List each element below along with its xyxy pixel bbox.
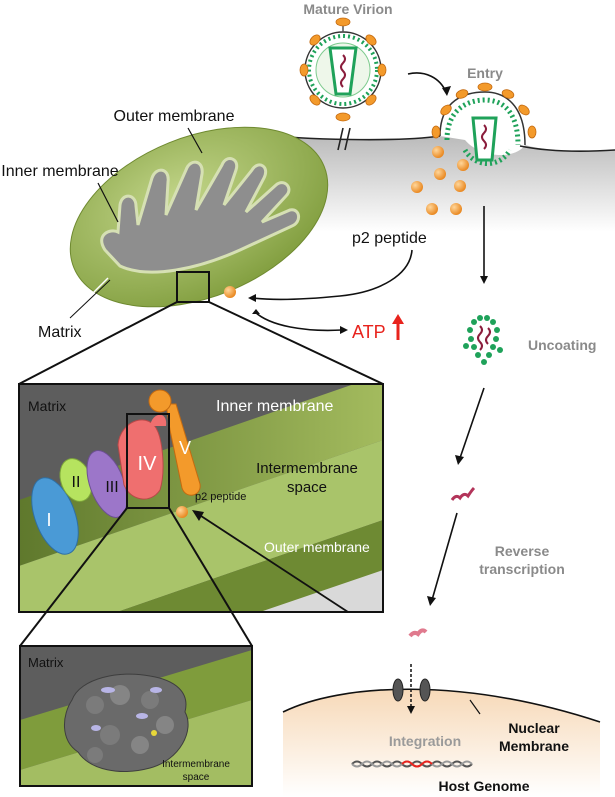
inset1-inner-membrane-label: Inner membrane <box>216 398 333 415</box>
arrow-p2-to-mito <box>251 249 413 301</box>
mitochondrion <box>69 126 329 308</box>
structure-inset <box>20 646 252 786</box>
arrow-to-entry <box>407 72 447 93</box>
zoom-box-2 <box>126 413 170 509</box>
uncoated-capsid <box>463 315 503 365</box>
inset2-intermembrane-label-2: space <box>183 772 210 783</box>
integration-label: Integration <box>389 733 461 749</box>
p2-peptide-particles <box>411 146 469 215</box>
complex-ii-label: II <box>72 474 81 491</box>
complex-iii-label: III <box>105 479 118 496</box>
viral-rna <box>450 486 476 501</box>
inset1-outer-membrane-label: Outer membrane <box>264 539 370 555</box>
inset1-matrix-label: Matrix <box>28 398 66 414</box>
reverse-transcription-label-2: transcription <box>479 561 565 577</box>
p2-peptide-ball-mito <box>224 286 236 298</box>
complex-iv-label: IV <box>138 453 158 475</box>
complexes-inset <box>19 384 383 612</box>
entry-virion <box>431 82 537 166</box>
host-genome-label: Host Genome <box>438 778 529 794</box>
p2-peptide-label: p2 peptide <box>352 230 427 247</box>
inset2-matrix-label: Matrix <box>28 655 64 670</box>
matrix-label: Matrix <box>38 324 82 341</box>
viral-dna <box>408 628 428 638</box>
reverse-transcription-label-1: Reverse <box>495 543 550 559</box>
mature-virion-label: Mature Virion <box>303 1 392 17</box>
entry-label: Entry <box>467 65 503 81</box>
nuclear-label-1: Nuclear <box>508 720 560 736</box>
inset1-intermembrane-label-1: Intermembrane <box>256 460 358 477</box>
arrow-to-inset-peptide <box>197 513 349 613</box>
protein-structure <box>63 673 189 772</box>
atp-label: ATP <box>352 322 386 342</box>
nuclear-pore-icon <box>392 664 431 714</box>
arrow-atp <box>254 311 343 332</box>
zoom-box-1 <box>176 271 210 303</box>
inset1-p2-peptide-label: p2 peptide <box>195 491 246 503</box>
nuclear-label-2: Membrane <box>499 738 569 754</box>
mature-virion <box>299 17 387 122</box>
outer-membrane-label: Outer membrane <box>114 108 235 125</box>
inset2-intermembrane-label-1: Intermembrane <box>162 759 230 770</box>
inner-membrane-label: Inner membrane <box>1 163 118 180</box>
host-genome-dna <box>351 760 473 768</box>
complex-v-label: V <box>179 438 191 458</box>
atp-up-arrow-icon <box>392 314 404 340</box>
complex-i-label: I <box>46 510 51 530</box>
inset1-intermembrane-label-2: space <box>287 479 327 496</box>
host-cell-membrane <box>261 127 615 232</box>
uncoating-label: Uncoating <box>528 337 596 353</box>
